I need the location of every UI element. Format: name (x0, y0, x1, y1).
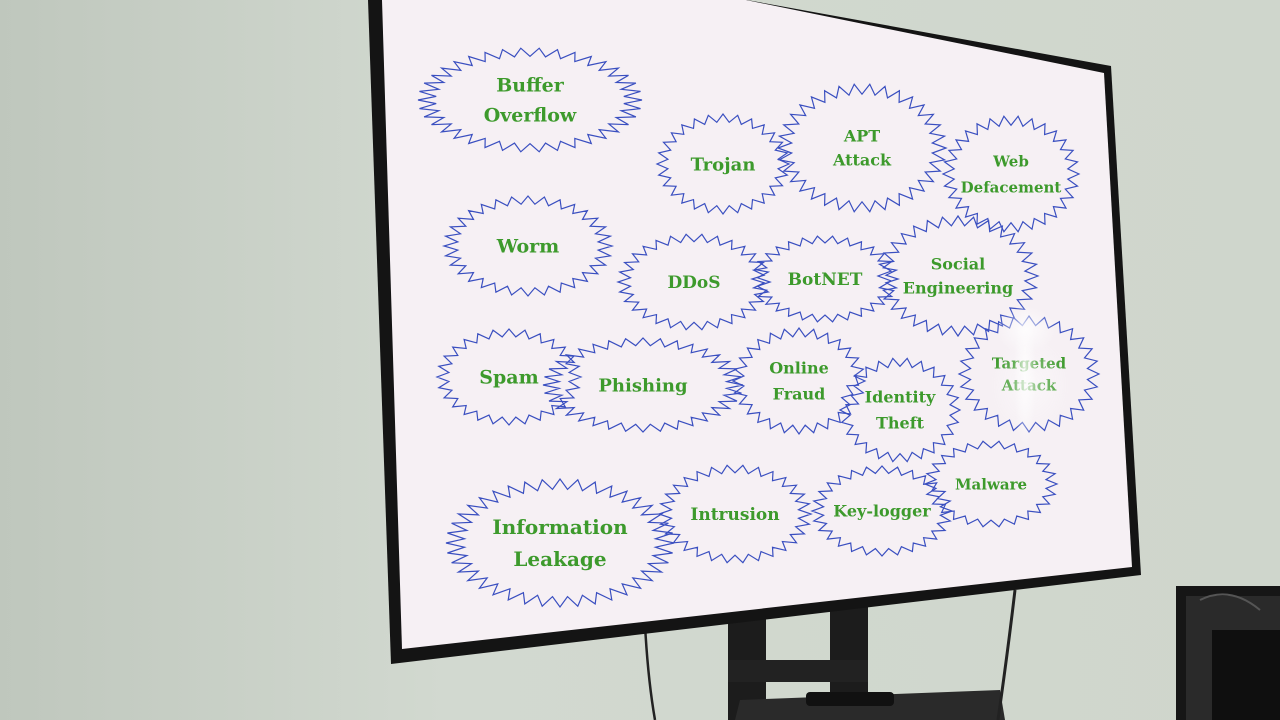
burst-intrusion: Intrusion (657, 464, 813, 564)
burst-outline (417, 47, 643, 153)
burst-label: Spam (479, 367, 538, 389)
burst-outline (445, 477, 675, 609)
burst-label: Phishing (598, 375, 688, 396)
equipment-cart (1176, 586, 1280, 720)
burst-outline (810, 465, 954, 557)
burst-label: Identity (865, 388, 936, 407)
burst-label: BotNET (788, 270, 863, 290)
burst-label: DDoS (667, 273, 720, 293)
burst-ddos: DDoS (616, 233, 772, 331)
burst-worm: Worm (441, 195, 615, 297)
burst-label: Attack (832, 151, 892, 170)
burst-label: APT (843, 127, 880, 146)
burst-label: Worm (496, 236, 560, 258)
burst-label: Buffer (496, 75, 565, 97)
burst-outline (957, 314, 1101, 434)
power-cable (643, 624, 657, 720)
burst-label: Defacement (961, 178, 1062, 196)
burst-label: Overflow (484, 105, 577, 127)
remote-control (806, 692, 894, 706)
burst-outline (876, 214, 1040, 338)
burst-malware: Malware (923, 440, 1059, 528)
burst-label: Leakage (513, 547, 606, 571)
burst-phishing: Phishing (542, 337, 744, 433)
burst-outline (731, 326, 867, 436)
burst-label: Online (769, 359, 829, 378)
burst-label: Trojan (691, 154, 756, 175)
burst-outline (441, 195, 615, 297)
burst-outline (923, 440, 1059, 528)
burst-label: Theft (876, 414, 925, 433)
burst-apt-attack: APT Attack (776, 83, 948, 213)
burst-label: Intrusion (690, 505, 779, 525)
burst-outline (435, 328, 583, 426)
burst-outline (616, 233, 772, 331)
burst-label: Malware (955, 475, 1027, 493)
burst-key-logger: Key-logger (810, 465, 954, 557)
burst-label: Web (992, 152, 1029, 170)
burst-trojan: Trojan (655, 112, 791, 216)
tv-stand (643, 589, 1017, 720)
burst-spam: Spam (435, 328, 583, 426)
burst-label: Key-logger (833, 502, 931, 521)
burst-outline (838, 357, 962, 463)
burst-outline (542, 337, 744, 433)
burst-outline (657, 464, 813, 564)
burst-outline (941, 115, 1081, 233)
burst-label: Fraud (773, 385, 826, 404)
burst-label: Engineering (903, 279, 1013, 298)
burst-outline (776, 83, 948, 213)
burst-outline (655, 112, 791, 216)
burst-label: Information (492, 515, 628, 539)
screen-glare (990, 300, 1070, 450)
burst-botnet: BotNET (750, 235, 900, 323)
burst-outline (750, 235, 900, 323)
burst-label: Social (931, 255, 986, 274)
